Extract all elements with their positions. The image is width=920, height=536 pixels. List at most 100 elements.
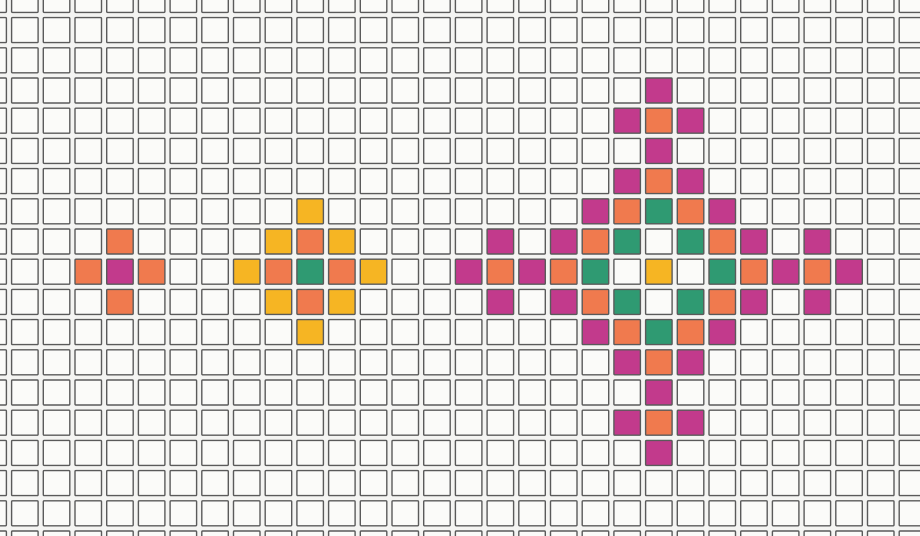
grid-cell — [582, 501, 609, 526]
medium-flower-square-yellow — [329, 289, 356, 314]
grid-cell — [12, 199, 38, 224]
grid-cell — [392, 138, 419, 163]
grid-cell — [234, 18, 261, 43]
grid-cell — [170, 501, 197, 526]
grid-cell — [0, 18, 6, 43]
grid-cell — [43, 199, 70, 224]
grid-cell — [138, 380, 165, 405]
grid-cell — [297, 471, 324, 496]
grid-cell — [772, 199, 799, 224]
grid-cell — [804, 48, 831, 73]
large-motif-square-orange — [646, 410, 673, 435]
grid-cell — [519, 199, 546, 224]
grid-cell — [329, 169, 356, 194]
large-motif-square-green — [614, 229, 641, 254]
grid-cell — [329, 380, 356, 405]
grid-cell — [424, 18, 451, 43]
grid-cell — [12, 0, 38, 12]
grid-cell — [265, 78, 292, 103]
grid-cell — [487, 440, 513, 465]
grid-cell — [519, 78, 546, 103]
grid-cell — [0, 0, 6, 12]
grid-cell — [329, 350, 356, 375]
grid-cell — [107, 78, 134, 103]
grid-cell — [772, 78, 799, 103]
grid-cell — [868, 199, 895, 224]
grid-cell — [455, 531, 482, 536]
grid-cell — [43, 169, 70, 194]
grid-cell — [772, 440, 799, 465]
grid-cell — [75, 531, 102, 536]
grid-cell — [392, 229, 419, 254]
grid-cell — [43, 471, 70, 496]
grid-cell — [772, 380, 799, 405]
grid-cell — [12, 471, 38, 496]
grid-cell — [551, 0, 578, 12]
grid-cell — [202, 259, 229, 284]
grid-cell — [43, 259, 70, 284]
grid-cell — [297, 350, 324, 375]
grid-cell — [836, 350, 863, 375]
grid-cell — [424, 0, 451, 12]
large-motif-square-magenta — [614, 169, 641, 194]
grid-cell — [75, 471, 102, 496]
grid-cell — [551, 440, 578, 465]
grid-cell — [868, 531, 895, 536]
grid-cell — [75, 289, 102, 314]
grid-cell — [43, 350, 70, 375]
grid-cell — [138, 440, 165, 465]
grid-cell — [487, 48, 513, 73]
large-motif-square-orange — [709, 289, 736, 314]
large-motif-square-magenta — [614, 350, 641, 375]
grid-cell — [0, 289, 6, 314]
grid-cell — [868, 78, 895, 103]
grid-cell — [170, 380, 197, 405]
grid-cell — [202, 531, 229, 536]
grid-cell — [170, 169, 197, 194]
grid-cell — [0, 78, 6, 103]
grid-cell — [899, 440, 920, 465]
grid-cell — [614, 0, 641, 12]
grid-cell — [551, 199, 578, 224]
grid-cell — [487, 18, 513, 43]
grid-cell — [12, 380, 38, 405]
grid-cell — [138, 350, 165, 375]
grid-cell — [360, 471, 387, 496]
grid-cell — [614, 259, 641, 284]
grid-cell — [582, 78, 609, 103]
large-motif-square-green — [646, 199, 673, 224]
grid-cell — [899, 320, 920, 345]
grid-cell — [487, 108, 513, 133]
grid-cell — [329, 199, 356, 224]
grid-cell — [899, 169, 920, 194]
grid-cell — [899, 0, 920, 12]
grid-cell — [360, 501, 387, 526]
grid-cell — [12, 48, 38, 73]
grid-cell — [646, 18, 673, 43]
grid-cell — [170, 78, 197, 103]
grid-cell — [455, 501, 482, 526]
grid-cell — [646, 531, 673, 536]
grid-cell — [899, 531, 920, 536]
grid-cell — [0, 350, 6, 375]
grid-cell — [138, 108, 165, 133]
grid-cell — [75, 410, 102, 435]
grid-cell — [12, 169, 38, 194]
large-motif-square-magenta — [741, 229, 768, 254]
grid-cell — [487, 380, 513, 405]
grid-cell — [297, 138, 324, 163]
grid-cell — [202, 138, 229, 163]
grid-cell — [234, 350, 261, 375]
grid-cell — [899, 138, 920, 163]
grid-cell — [741, 0, 768, 12]
grid-cell — [772, 229, 799, 254]
grid-cell — [582, 18, 609, 43]
grid-cell — [741, 169, 768, 194]
grid-cell — [329, 138, 356, 163]
grid-cell — [551, 48, 578, 73]
grid-cell — [899, 259, 920, 284]
grid-cell — [772, 501, 799, 526]
